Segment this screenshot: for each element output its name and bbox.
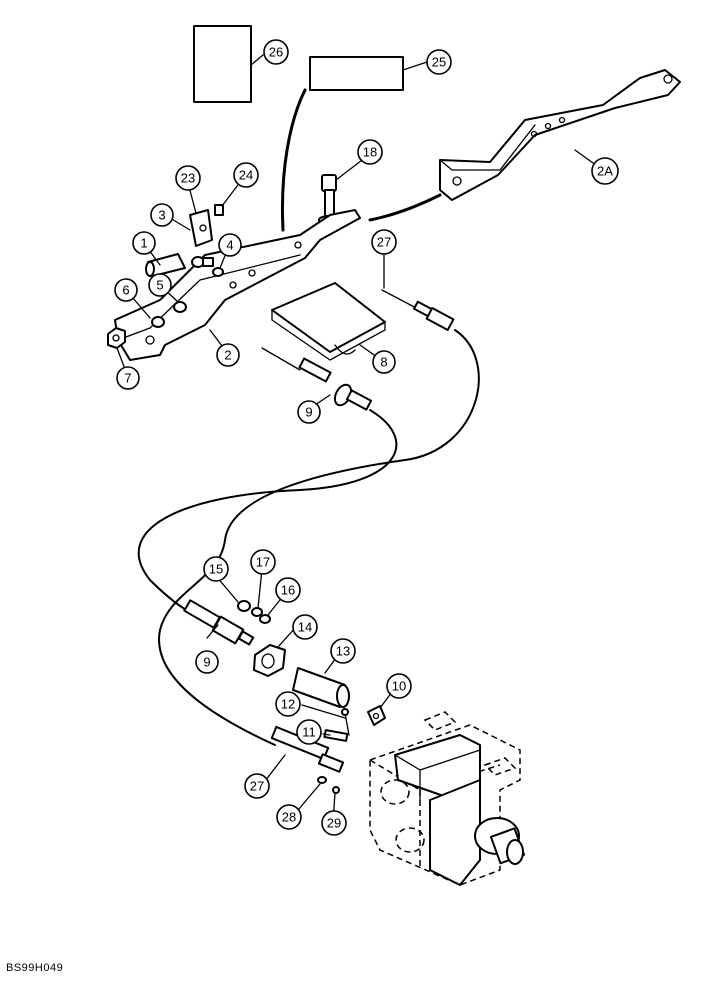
svg-text:23: 23 bbox=[181, 171, 195, 186]
svg-text:1: 1 bbox=[140, 236, 147, 251]
svg-text:2A: 2A bbox=[597, 164, 613, 179]
callout-6: 6 bbox=[114, 278, 138, 302]
screw-24 bbox=[214, 204, 224, 216]
svg-text:8: 8 bbox=[380, 355, 387, 370]
svg-text:4: 4 bbox=[226, 238, 233, 253]
svg-text:9: 9 bbox=[203, 655, 210, 670]
callout-11: 11 bbox=[296, 719, 322, 745]
pin-12 bbox=[341, 708, 350, 736]
flange-14 bbox=[253, 644, 286, 677]
callout-2a: 2A bbox=[591, 157, 619, 185]
callout-10: 10 bbox=[386, 673, 412, 699]
valve-spool bbox=[474, 817, 526, 865]
pivot-1 bbox=[145, 253, 186, 277]
svg-text:14: 14 bbox=[298, 620, 312, 635]
bolt-5 bbox=[173, 301, 187, 313]
callout-7: 7 bbox=[116, 366, 140, 390]
callout-1: 1 bbox=[132, 231, 156, 255]
callout-14: 14 bbox=[292, 614, 318, 640]
plate-8 bbox=[271, 282, 386, 361]
callout-15: 15 bbox=[203, 556, 229, 582]
cable-27-loop bbox=[158, 329, 480, 746]
cable-9-lower-end bbox=[183, 599, 255, 646]
callout-18: 18 bbox=[357, 139, 383, 165]
cable-9-loop bbox=[137, 409, 398, 616]
cable-27-upper-end bbox=[381, 289, 455, 331]
nut-28 bbox=[317, 776, 327, 784]
figure-reference-code: BS99H049 bbox=[6, 962, 64, 974]
svg-text:28: 28 bbox=[282, 810, 296, 825]
callout-4: 4 bbox=[218, 233, 242, 257]
callout-9-upper: 9 bbox=[297, 400, 321, 424]
callout-12: 12 bbox=[275, 691, 301, 717]
callout-26: 26 bbox=[263, 39, 289, 65]
svg-text:2: 2 bbox=[224, 348, 231, 363]
svg-text:18: 18 bbox=[363, 145, 377, 160]
callout-27-lower: 27 bbox=[244, 773, 270, 799]
pin-11 bbox=[323, 729, 349, 742]
svg-text:15: 15 bbox=[209, 562, 223, 577]
leader-decal-26 bbox=[281, 88, 307, 232]
callout-3: 3 bbox=[150, 203, 174, 227]
svg-text:27: 27 bbox=[377, 235, 391, 250]
callout-25: 25 bbox=[426, 49, 452, 75]
callout-17: 17 bbox=[250, 549, 276, 575]
decal-26 bbox=[193, 25, 252, 103]
svg-text:13: 13 bbox=[336, 644, 350, 659]
svg-text:11: 11 bbox=[302, 725, 316, 740]
callout-9-lower: 9 bbox=[195, 650, 219, 674]
decal-25 bbox=[309, 56, 404, 91]
leader-bracket-2a bbox=[368, 193, 442, 222]
cable-9-upper-end bbox=[261, 347, 373, 411]
callout-16: 16 bbox=[275, 577, 301, 603]
washer-4 bbox=[212, 267, 224, 277]
callout-27-upper: 27 bbox=[371, 229, 397, 255]
callout-8: 8 bbox=[372, 350, 396, 374]
svg-text:9: 9 bbox=[305, 405, 312, 420]
callout-13: 13 bbox=[330, 638, 356, 664]
svg-text:25: 25 bbox=[432, 55, 446, 70]
svg-text:7: 7 bbox=[124, 371, 131, 386]
svg-text:27: 27 bbox=[250, 779, 264, 794]
svg-text:6: 6 bbox=[122, 283, 129, 298]
bolt-3 bbox=[191, 256, 214, 268]
washer-16 bbox=[259, 614, 271, 624]
callout-2: 2 bbox=[216, 343, 240, 367]
svg-text:24: 24 bbox=[239, 168, 253, 183]
callout-23: 23 bbox=[175, 165, 201, 191]
callout-29: 29 bbox=[321, 810, 347, 836]
callout-24: 24 bbox=[233, 162, 259, 188]
nut-17 bbox=[251, 607, 263, 617]
washer-6 bbox=[151, 316, 165, 328]
svg-text:10: 10 bbox=[392, 679, 406, 694]
callout-28: 28 bbox=[276, 804, 302, 830]
svg-text:17: 17 bbox=[256, 555, 270, 570]
svg-text:12: 12 bbox=[281, 697, 295, 712]
svg-text:16: 16 bbox=[281, 583, 295, 598]
callout-5: 5 bbox=[148, 273, 172, 297]
bracket-23 bbox=[189, 209, 213, 247]
svg-text:29: 29 bbox=[327, 816, 341, 831]
svg-text:5: 5 bbox=[156, 278, 163, 293]
svg-text:26: 26 bbox=[269, 45, 283, 60]
pin-29 bbox=[332, 786, 340, 794]
bolt-15 bbox=[237, 600, 251, 612]
nut-7 bbox=[107, 327, 126, 349]
bracket-2a bbox=[439, 69, 681, 201]
svg-text:3: 3 bbox=[158, 208, 165, 223]
clip-10 bbox=[367, 705, 386, 726]
control-valve bbox=[369, 711, 526, 886]
tube-13 bbox=[292, 667, 350, 708]
